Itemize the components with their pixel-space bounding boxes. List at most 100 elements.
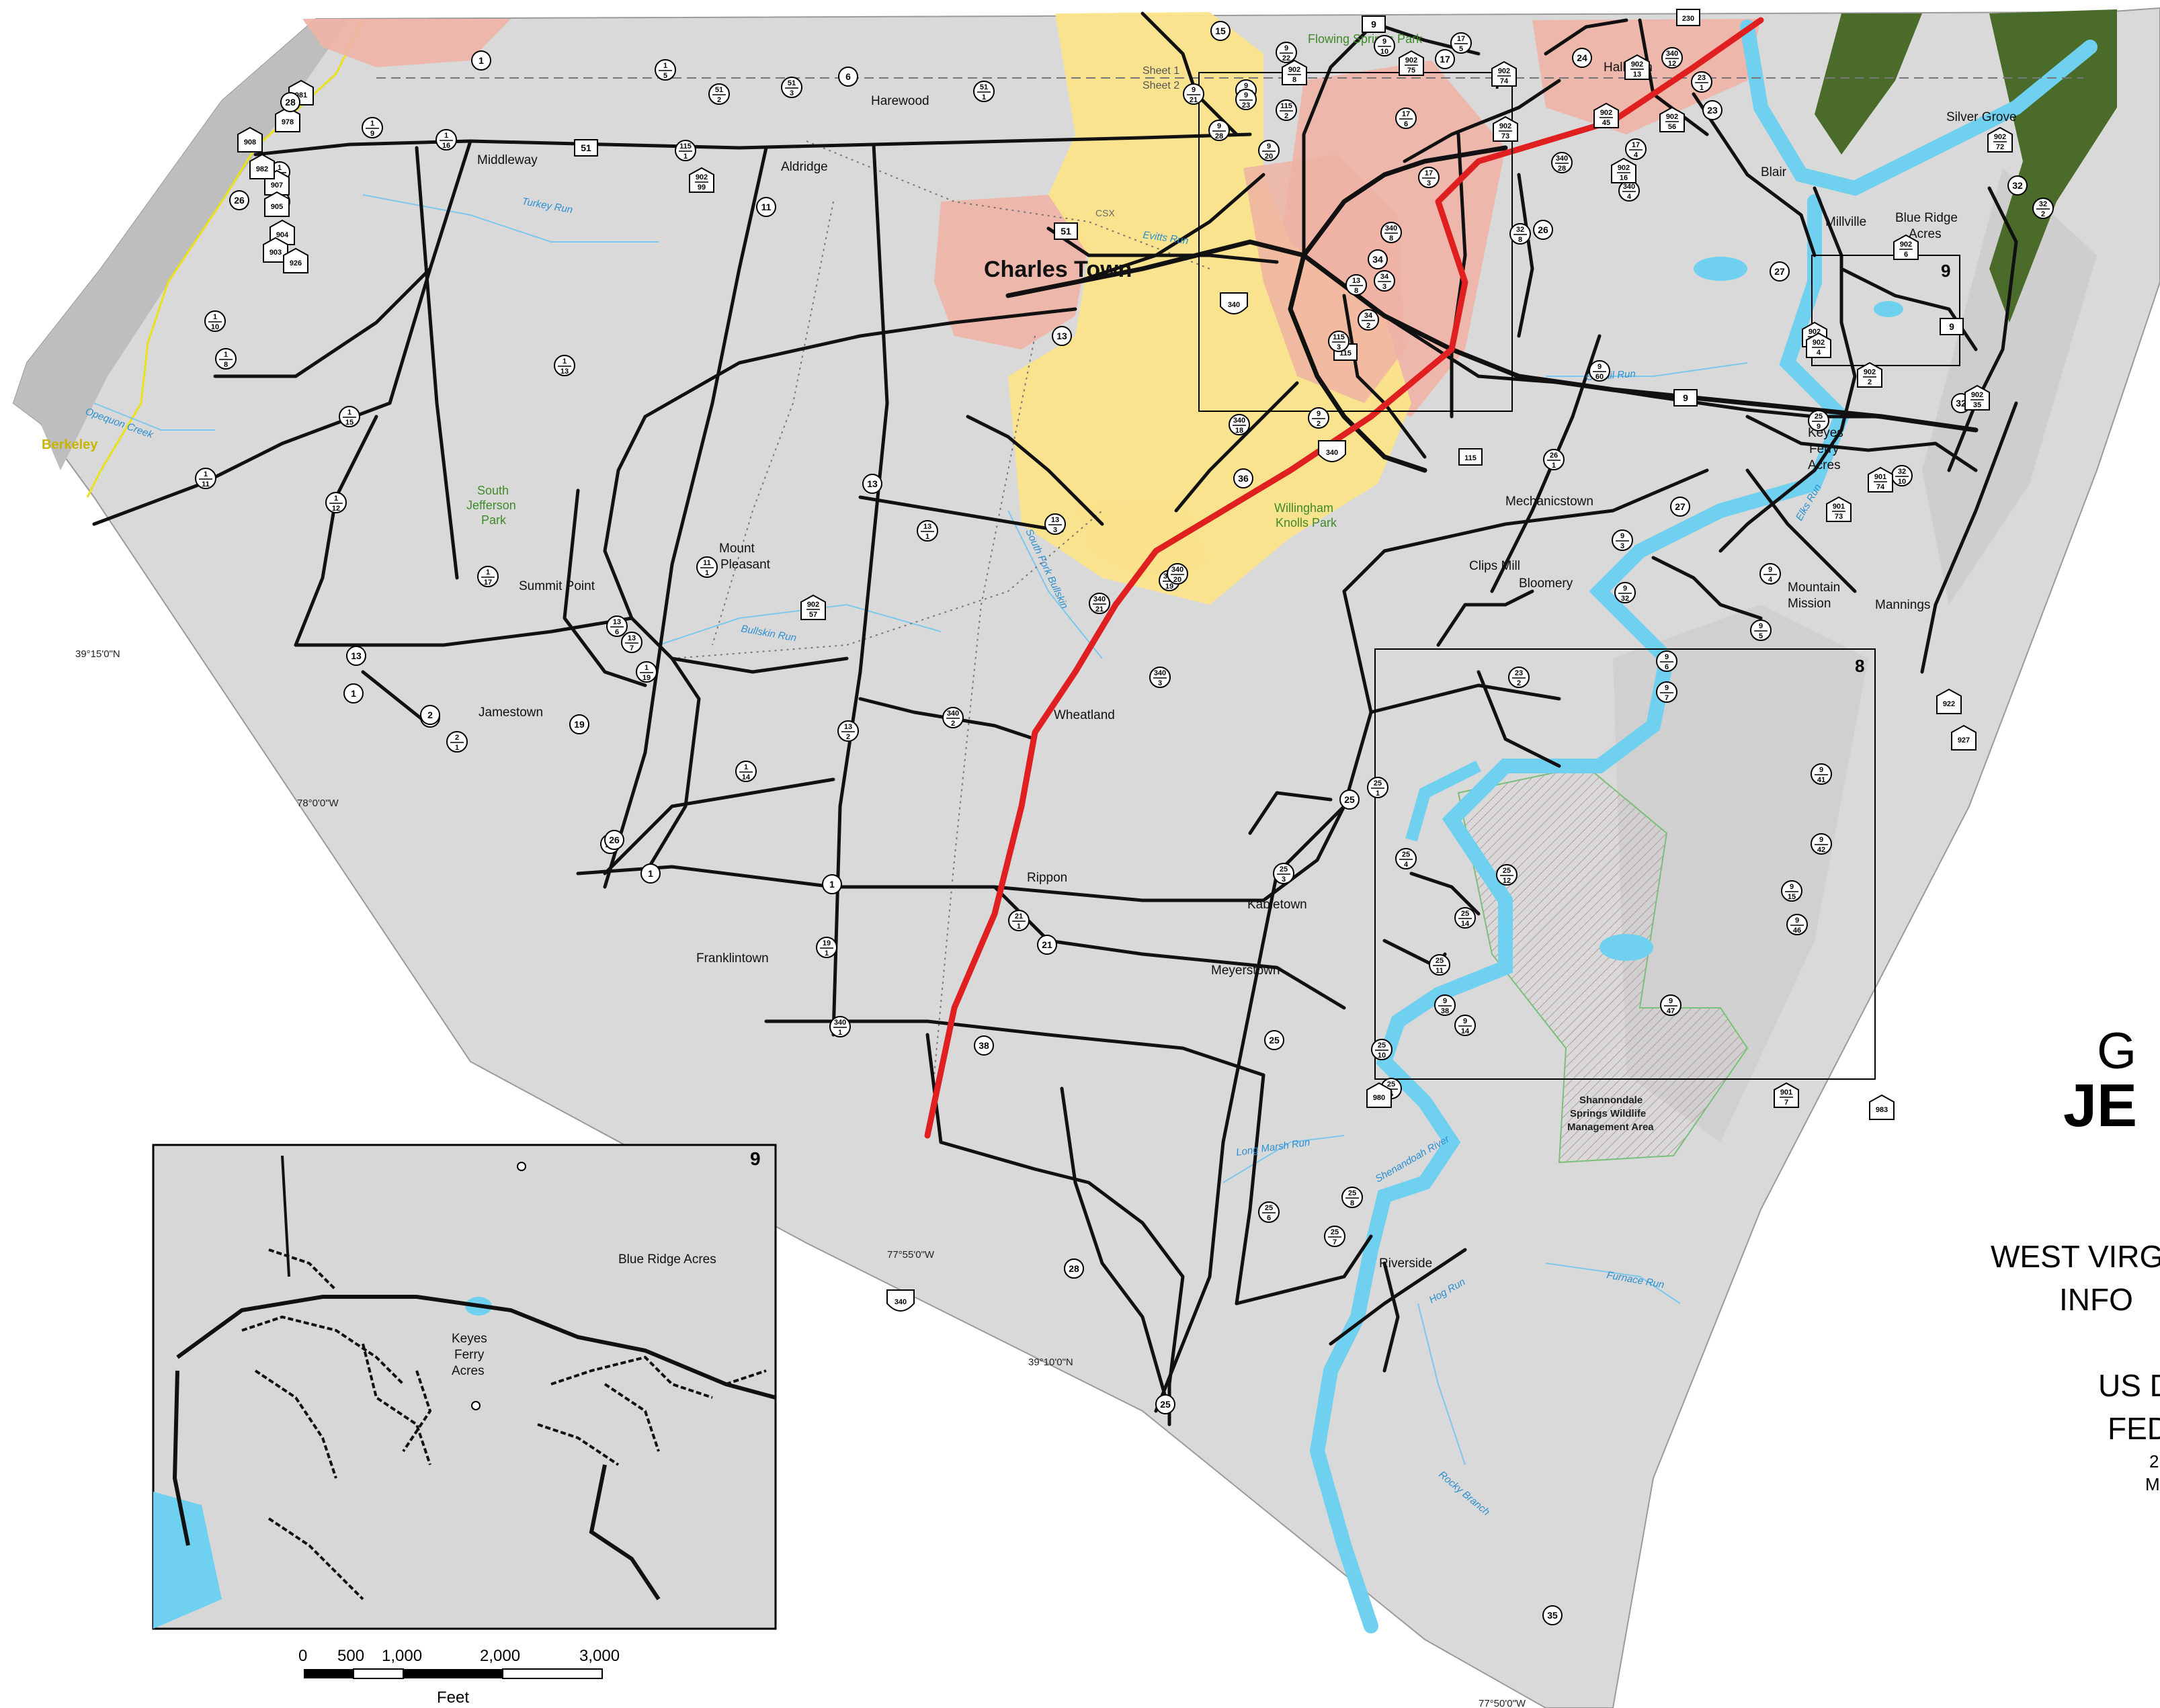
shield-shape — [1781, 880, 1802, 902]
shield-shape — [1220, 292, 1248, 314]
scale-seg-2 — [353, 1668, 404, 1679]
shield-shape — [756, 197, 776, 217]
shield-route: 9 — [1795, 916, 1799, 925]
shield-route: 903 — [269, 249, 282, 257]
shield-route: 9 — [1819, 836, 1823, 844]
route-shield-9-20: 920 — [1258, 140, 1280, 161]
shield-route: 902 — [1288, 66, 1300, 74]
route-shield-38: 38 — [974, 1035, 994, 1056]
shield-subroute: 1 — [1552, 462, 1556, 470]
shield-shape — [1759, 563, 1781, 585]
shield-subroute: 21 — [1190, 96, 1198, 104]
shield-shape — [1358, 309, 1379, 331]
route-shield-9-15: 915 — [1781, 880, 1802, 902]
shield-shape — [1660, 994, 1681, 1016]
place-mount: Mount — [719, 542, 755, 556]
shield-route: 340 — [1233, 417, 1245, 425]
shield-subroute: 16 — [1620, 174, 1628, 182]
route-shield-23-2: 232 — [1508, 667, 1530, 688]
shield-shape — [1611, 157, 1636, 183]
shield-subroute: 72 — [1996, 143, 2004, 151]
shield-subroute: 7 — [1665, 694, 1669, 702]
potomac-river — [1740, 19, 2097, 196]
shield-shape — [800, 594, 826, 620]
inset-9-number: 9 — [1941, 261, 1950, 281]
route-shield-9-3: 93 — [1612, 529, 1633, 551]
shield-shape — [1089, 593, 1110, 614]
title-us-d: US D — [2098, 1368, 2160, 1403]
shield-route: 1 — [278, 164, 282, 172]
route-shield-25: 25 — [1155, 1394, 1175, 1414]
shield-route: 13 — [923, 523, 931, 531]
shield-shape — [1542, 1605, 1563, 1625]
shield-route: 9 — [1267, 142, 1271, 151]
place-blue-ridge: Blue Ridge — [1895, 211, 1958, 225]
us-340-route — [924, 17, 1764, 1139]
route-shield-9: 9 — [1940, 318, 1964, 335]
route-shield-25-4: 254 — [1395, 848, 1417, 869]
shield-route: 11 — [703, 559, 711, 567]
place-ferry: Ferry — [1809, 442, 1839, 456]
route-shield-26: 26 — [604, 830, 624, 850]
shield-route: 902 — [1618, 164, 1630, 172]
shield-shape — [1208, 120, 1230, 141]
wma-label-1: Shannondale — [1579, 1095, 1643, 1106]
shield-subroute: 9 — [370, 130, 374, 138]
route-shield-13-6: 136 — [606, 615, 628, 637]
shield-route: 28 — [285, 97, 296, 108]
shield-route: 340 — [1228, 301, 1240, 309]
shield-subroute: 2 — [846, 733, 850, 741]
route-shield-1-12: 112 — [325, 492, 347, 513]
shield-shape — [569, 714, 589, 734]
shield-route: 28 — [1069, 1263, 1079, 1274]
shield-shape — [1940, 318, 1964, 335]
shield-route: 13 — [844, 723, 852, 731]
shield-route: 9 — [1371, 19, 1376, 30]
shield-shape — [283, 247, 308, 273]
shield-route: 115 — [1280, 102, 1292, 110]
shield-route: 1 — [370, 120, 374, 128]
shield-route: 35 — [1547, 1610, 1558, 1621]
shield-shape — [1987, 126, 2013, 153]
route-shield-340: 340 — [1318, 440, 1346, 462]
route-shield-9-22: 922 — [1276, 42, 1297, 63]
shield-route: 905 — [271, 203, 283, 211]
shield-route: 21 — [1042, 939, 1052, 950]
shield-shape — [1374, 35, 1395, 56]
shield-subroute: 3 — [1620, 542, 1624, 550]
shield-route: 927 — [1958, 736, 1970, 744]
route-shield-25: 25 — [1339, 789, 1360, 810]
shield-subroute: 2 — [1284, 112, 1288, 120]
shield-subroute: 23 — [1242, 101, 1250, 110]
shield-subroute: 56 — [1668, 123, 1676, 131]
route-shield-25-3: 253 — [1273, 863, 1294, 884]
route-shield-982: 982 — [249, 153, 275, 179]
shield-route: 1 — [663, 62, 667, 70]
river-oxbow — [1405, 760, 1482, 842]
shield-subroute: 4 — [1817, 349, 1821, 357]
shield-route: 340 — [1154, 669, 1166, 677]
route-shield-1: 1 — [822, 874, 842, 894]
scale-tick-0: 0 — [298, 1647, 307, 1665]
inset-locator — [517, 1162, 526, 1171]
shield-subroute: 3 — [1337, 343, 1341, 351]
scale-bar: 0 500 1,000 2,000 3,000 Feet — [298, 1647, 620, 1707]
route-shield-927: 927 — [1951, 724, 1977, 751]
shield-shape — [1614, 582, 1636, 603]
route-shield-51-3: 513 — [781, 77, 802, 98]
route-shield-21: 21 — [1037, 935, 1057, 955]
route-shield-9-38: 938 — [1434, 994, 1456, 1016]
shield-subroute: 60 — [1595, 373, 1604, 381]
scale-tick-500: 500 — [337, 1647, 364, 1665]
scale-seg-4 — [502, 1668, 603, 1679]
shield-shape — [1395, 108, 1417, 129]
shield-route: 902 — [1864, 368, 1876, 376]
scale-seg-1 — [304, 1669, 354, 1678]
title-m: M — [2145, 1474, 2160, 1494]
shield-route: 904 — [276, 231, 289, 239]
route-shield-9-14: 914 — [1454, 1015, 1476, 1036]
